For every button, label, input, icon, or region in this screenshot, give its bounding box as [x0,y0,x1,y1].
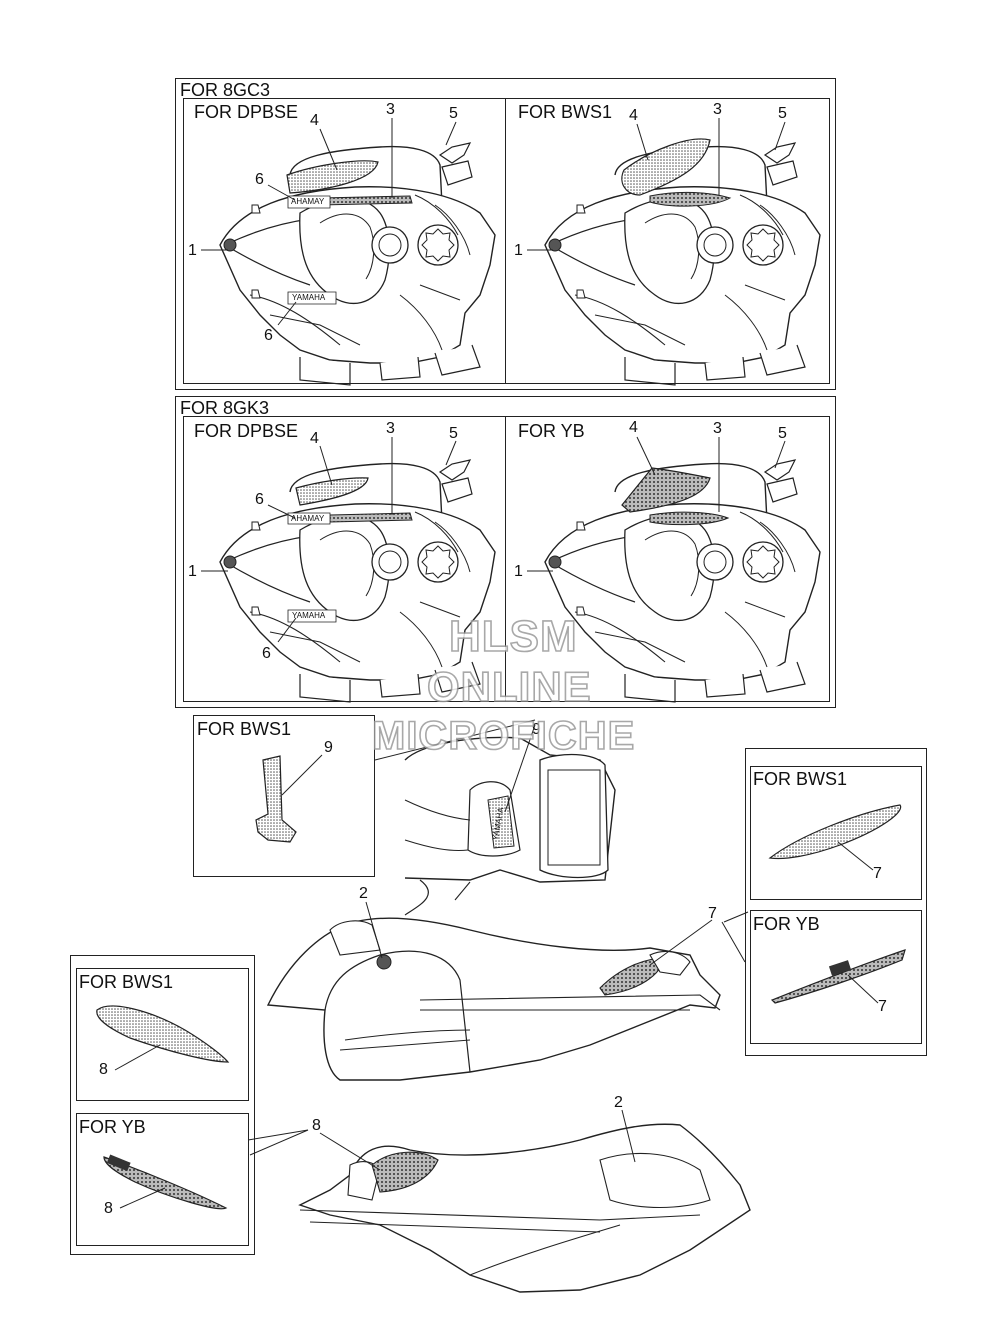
side-view-craft-right [298,1123,751,1293]
callout-3: 3 [713,420,722,437]
panel-label-decal-8-bws1: FOR BWS1 [79,972,174,992]
callout-7: 7 [873,865,882,882]
panel-label-8gk3-dpbse: FOR DPBSE [194,421,299,441]
side-view-craft-left [266,917,721,1081]
decal-text-yamaha: YAMAHA [292,611,326,620]
leader-lines [114,118,879,1209]
decal-8-yb-shape [103,1154,228,1210]
callout-1: 1 [514,563,523,580]
group-label-8gk3: FOR 8GK3 [180,398,270,418]
panel-label-decal-8-yb: FOR YB [79,1117,146,1137]
watermark-line-3: MICROFICHE [371,713,636,759]
callout-6: 6 [255,171,264,188]
group-frame-8gc3 [175,78,836,390]
group-frame-8gk3 [175,396,836,708]
panel-frame-decal-9 [193,715,375,877]
watermark-line-2: ONLINE [426,662,592,711]
callout-4: 4 [310,112,319,129]
callout-4: 4 [310,430,319,447]
callout-6: 6 [255,491,264,508]
callout-1: 1 [188,563,197,580]
group-label-8gc3: FOR 8GC3 [180,80,271,100]
panel-frame-decal-8-yb [76,1113,249,1246]
callout-3: 3 [386,101,395,118]
callout-1: 1 [514,242,523,259]
panel-label-decal-9-bws1: FOR BWS1 [197,719,292,739]
panel-frame-8gc3-dpbse [183,98,506,384]
callout-5: 5 [778,105,787,122]
callout-3: 3 [713,101,722,118]
callout-6: 6 [262,645,271,662]
callout-2: 2 [359,885,368,902]
8gk3-dpbse-craft [219,459,496,703]
callout-1: 1 [188,242,197,259]
callout-9: 9 [532,721,541,738]
callout-8: 8 [312,1117,321,1134]
callout-2: 2 [614,1094,623,1111]
panel-label-decal-7-bws1: FOR BWS1 [753,769,848,789]
panel-label-8gc3-bws1: FOR BWS1 [518,102,613,122]
callout-3: 3 [386,420,395,437]
panel-label-8gc3-dpbse: FOR DPBSE [194,102,299,122]
panel-label-decal-7-yb: FOR YB [753,914,820,934]
panel-frame-8gk3-yb [505,416,830,702]
panel-frame-decal-8-bws1 [76,968,249,1101]
callout-5: 5 [449,425,458,442]
callout-7: 7 [708,905,717,922]
decal-7-yb-shape [770,949,906,1004]
panel-label-8gk3-yb: FOR YB [518,421,585,441]
panel-frame-decal-7-bws1 [750,766,922,900]
callout-9: 9 [324,739,333,756]
callout-7: 7 [878,998,887,1015]
decal-text-yamaha: YAMAHA [291,197,325,206]
decal-8-bws1-shape [96,1005,230,1063]
watermark-line-1: HLSM [448,611,578,662]
group-frame-decal-8 [70,955,255,1255]
callout-6: 6 [264,327,273,344]
callout-8: 8 [99,1061,108,1078]
callout-4: 4 [629,419,638,436]
rear-seat-view [374,719,616,916]
8gc3-dpbse-craft [219,142,496,386]
callout-8: 8 [104,1200,113,1217]
decal-text-yamaha: YAMAHA [292,293,326,302]
decal-7-bws1-shape [768,804,902,860]
panel-frame-8gc3-bws1 [505,98,830,384]
callout-5: 5 [778,425,787,442]
callout-5: 5 [449,105,458,122]
decal-text-yamaha: YAMAHA [291,514,325,523]
decal-9-shape [255,755,297,843]
panel-frame-decal-7-yb [750,910,922,1044]
8gc3-bws1-craft [544,138,821,386]
group-frame-decal-7 [745,748,927,1056]
callout-4: 4 [629,107,638,124]
8gk3-yb-craft [544,459,821,703]
